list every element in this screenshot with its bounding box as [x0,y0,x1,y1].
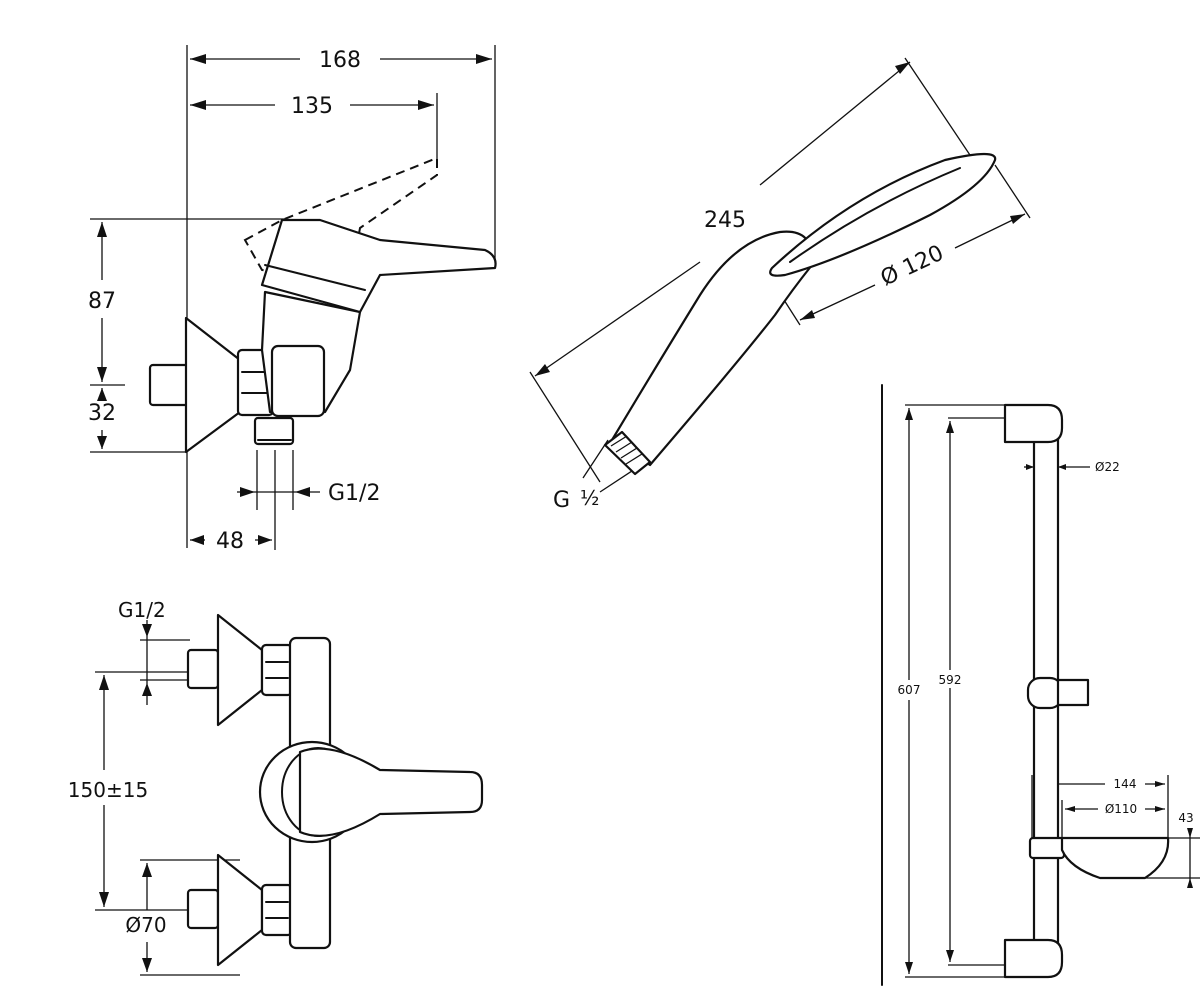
svg-text:245: 245 [704,208,746,233]
dim-bar-dia: Ø22 [1024,460,1120,474]
svg-text:48: 48 [216,529,244,554]
svg-text:168: 168 [319,48,361,73]
dim-dish-height: 43 [1178,811,1194,888]
svg-text:G1/2: G1/2 [328,481,380,506]
svg-text:G: G [553,488,570,513]
svg-text:144: 144 [1114,777,1137,791]
svg-text:150±15: 150±15 [68,778,148,802]
dim-width-total: 168 [190,48,492,73]
dim-width-lever: 135 [190,94,434,119]
mixer-front-view: G1/2 150±15 Ø70 [68,598,484,976]
dim-shower-thread: G ½ [553,439,639,513]
dim-outlet-thread: G1/2 [237,481,380,506]
svg-text:135: 135 [291,94,333,119]
dim-rail-total: 607 [898,408,921,974]
dim-flange: Ø70 [125,863,167,972]
shower-rail-view: 607 592 Ø22 144 [881,384,1200,986]
hand-shower-view: 245 Ø 120 G ½ [529,57,1031,513]
svg-text:Ø110: Ø110 [1105,802,1137,816]
svg-text:Ø22: Ø22 [1095,460,1120,474]
dim-shower-length: 245 [534,61,911,377]
svg-text:Ø 120: Ø 120 [877,241,948,292]
dim-height-upper: 87 [88,222,116,382]
svg-text:87: 87 [88,289,116,314]
dim-dish-dia: Ø110 [1065,802,1165,816]
dim-depth: 48 [190,529,272,554]
dim-height-lower: 32 [88,388,116,449]
dim-inlet-thread: G1/2 [118,598,166,705]
svg-text:592: 592 [939,673,962,687]
mixer-side-view: 168 135 87 32 [88,45,497,554]
dim-rail-centers: 592 [939,421,962,962]
svg-text:32: 32 [88,401,116,426]
svg-text:½: ½ [580,486,599,510]
svg-text:Ø70: Ø70 [125,913,166,937]
svg-text:G1/2: G1/2 [118,598,166,622]
svg-text:607: 607 [898,683,921,697]
svg-text:43: 43 [1178,811,1193,825]
dim-centers: 150±15 [68,675,148,907]
